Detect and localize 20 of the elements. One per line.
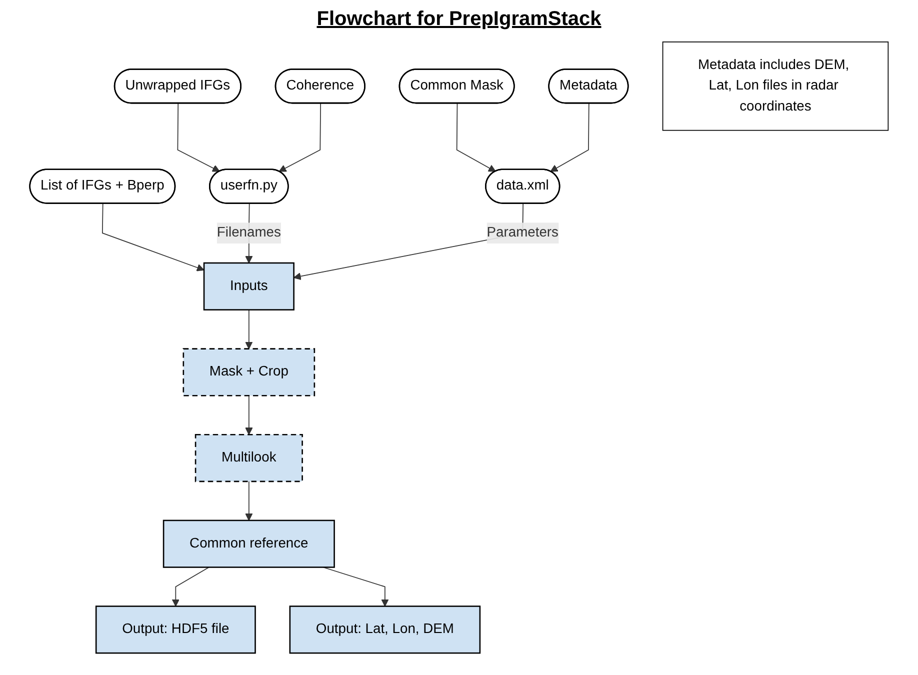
node-box: Output: HDF5 file	[95, 606, 256, 654]
arrow	[245, 481, 253, 521]
node-box: Metadata includes DEM, Lat, Lon files in radar coordinates	[662, 42, 889, 131]
arrow	[102, 203, 204, 272]
node-box: Mask + Crop	[182, 348, 316, 396]
node-box: Common reference	[162, 520, 335, 568]
node-box: Output: Lat, Lon, DEM	[289, 606, 481, 654]
arrow	[177, 103, 220, 172]
arrow	[456, 103, 496, 172]
diagram-title: Flowchart for PrepIgramStack	[316, 8, 602, 31]
arrow	[245, 395, 253, 435]
node-box: Inputs	[203, 262, 294, 310]
node-box: Multilook	[194, 434, 303, 482]
arrow	[172, 566, 210, 607]
edge-label: Filenames	[216, 225, 281, 240]
arrow	[550, 103, 590, 172]
edge-label: Parameters	[486, 225, 558, 240]
arrow	[245, 309, 253, 350]
arrow	[322, 566, 389, 607]
arrow	[278, 103, 322, 172]
